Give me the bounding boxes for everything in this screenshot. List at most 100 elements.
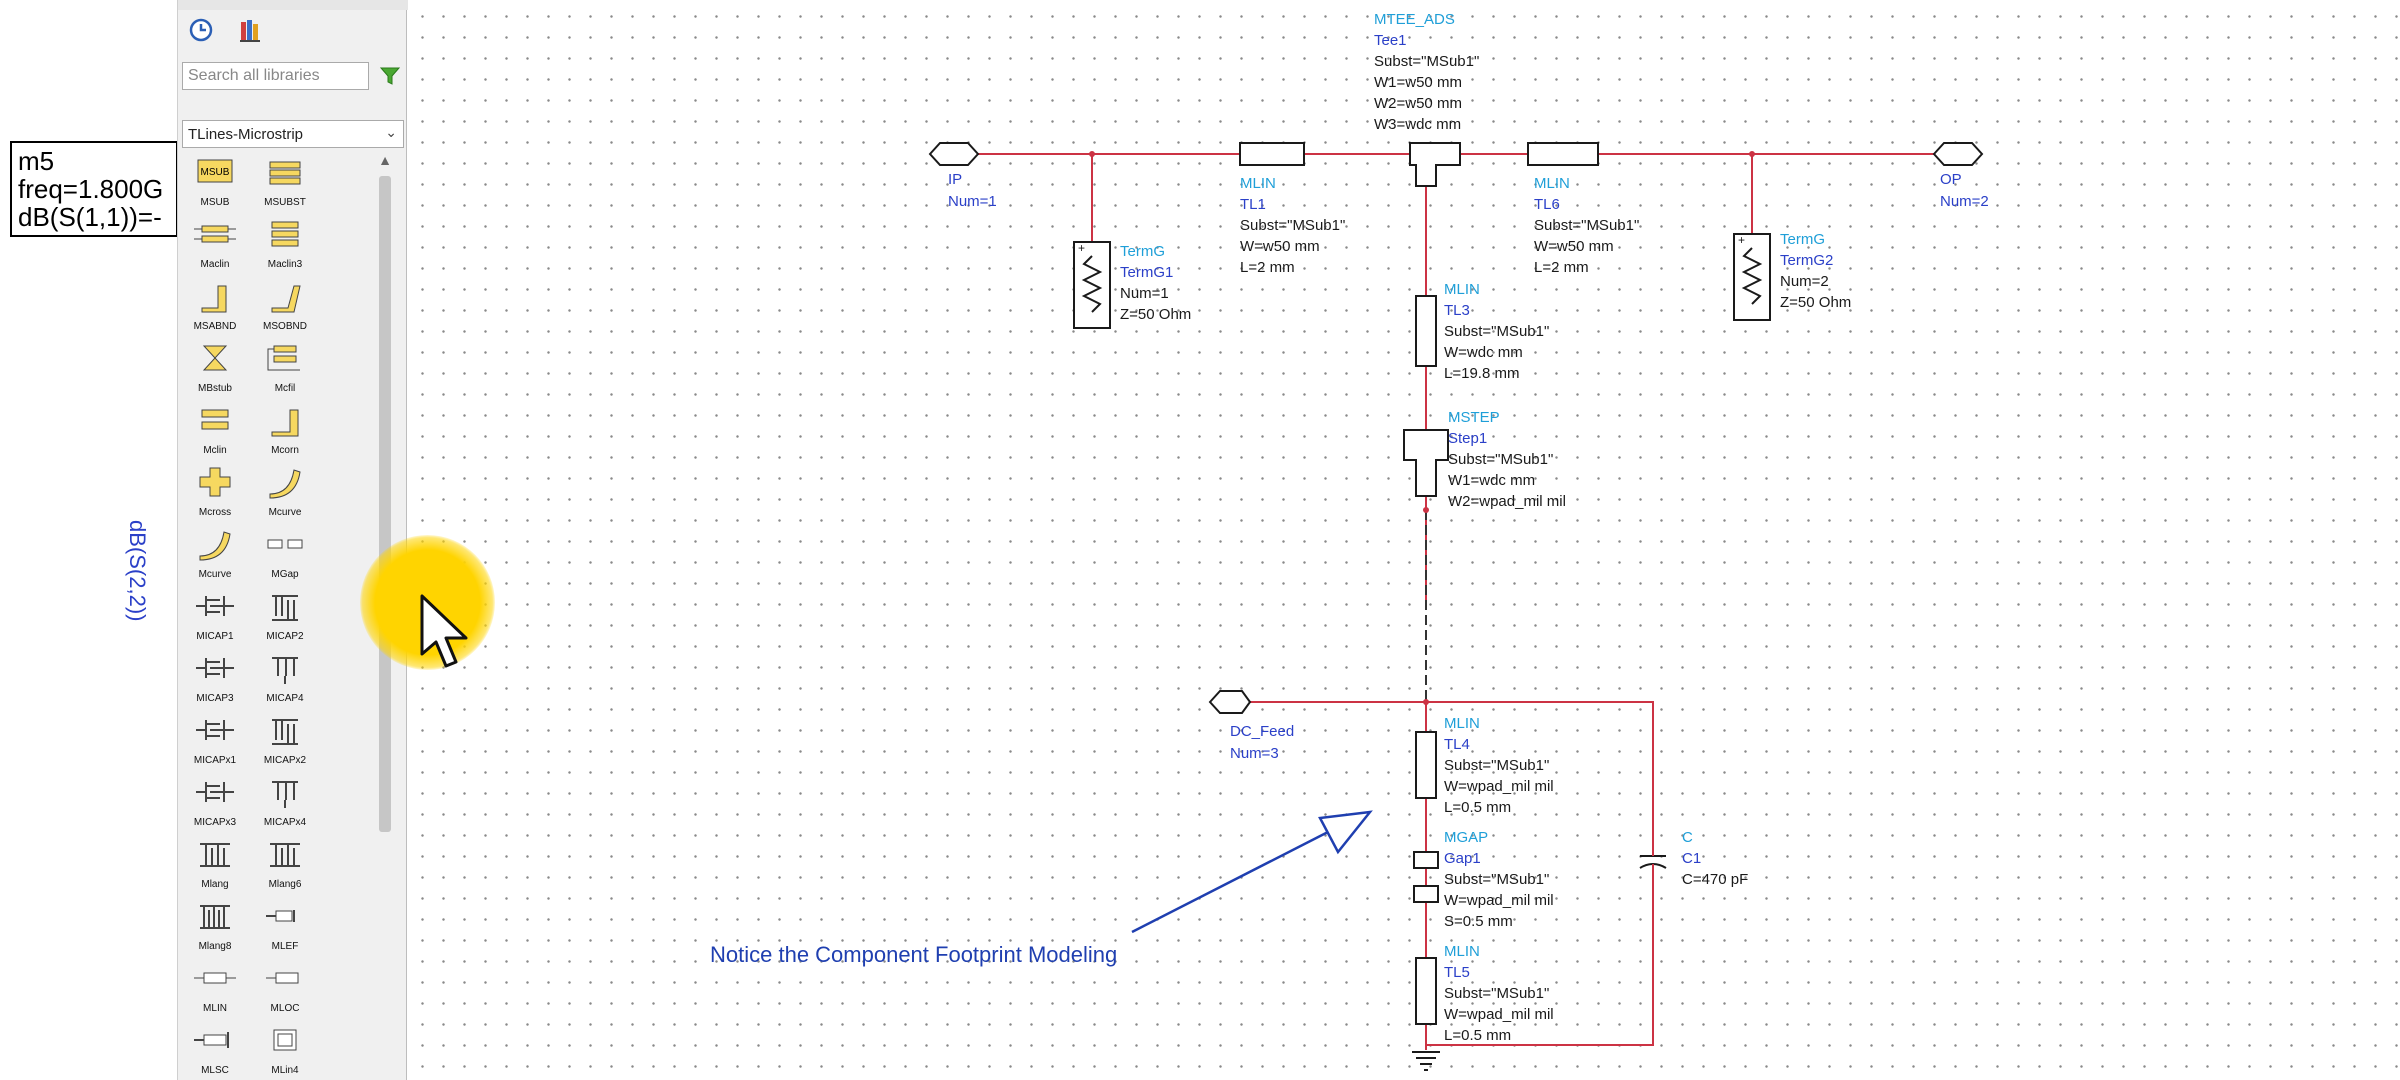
cap-value: C=470 pF <box>1682 871 1748 888</box>
palette-item-label: MLin4 <box>271 1065 299 1076</box>
marker-readout[interactable]: m5 freq=1.800G dB(S(1,1))=- <box>10 141 178 237</box>
palette-item-label: Mlang8 <box>198 941 232 952</box>
palette-item-micapx3[interactable]: MICAPx3 <box>184 772 246 830</box>
palette-item-maclin3[interactable]: Maclin3 <box>254 214 316 272</box>
palette-item-mlang6[interactable]: Mlang6 <box>254 834 316 892</box>
msubst-icon <box>269 161 301 185</box>
palette-item-mbstub[interactable]: MBstub <box>184 338 246 396</box>
tl6-inst: TL6 <box>1534 196 1560 213</box>
corner-icon <box>271 409 299 437</box>
component-tl3[interactable]: MLIN TL3 Subst="MSub1" W=wdc mm L=19.8 m… <box>1415 281 1549 382</box>
palette-item-msabnd[interactable]: MSABND <box>184 276 246 334</box>
scroll-up-icon[interactable]: ▲ <box>378 152 392 168</box>
open-stub-icon <box>266 972 299 984</box>
tl6-length: L=2 mm <box>1534 259 1589 276</box>
termg2-type: TermG <box>1780 231 1825 248</box>
component-tl1[interactable]: MLIN TL1 Subst="MSub1" W=w50 mm L=2 mm <box>1239 142 1345 276</box>
dc-feed-num: Num=3 <box>1230 745 1279 762</box>
marker-freq: freq=1.800G <box>18 174 164 204</box>
palette-item-mcurve[interactable]: Mcurve <box>254 462 316 520</box>
palette-item-micapx4[interactable]: MICAPx4 <box>254 772 316 830</box>
palette-item-mcorn[interactable]: Mcorn <box>254 400 316 458</box>
palette-item-mlang[interactable]: Mlang <box>184 834 246 892</box>
component-gap1[interactable]: MGAP Gap1 Subst="MSub1" W=wpad_mil mil S… <box>1413 829 1554 930</box>
component-tl4[interactable]: MLIN TL4 Subst="MSub1" W=wpad_mil mil L=… <box>1415 715 1554 816</box>
palette-item-label: MICAP2 <box>266 631 304 642</box>
interdigital-cap-icon <box>272 719 298 745</box>
port-ip-name: IP <box>948 171 962 188</box>
tl4-length: L=0.5 mm <box>1444 799 1511 816</box>
component-c1[interactable]: C C1 C=470 pF <box>1639 826 1748 890</box>
history-clock-icon[interactable] <box>186 16 216 46</box>
palette-item-mlin[interactable]: MLIN <box>184 958 246 1016</box>
mouse-cursor-icon <box>420 594 468 668</box>
tl5-length: L=0.5 mm <box>1444 1027 1511 1044</box>
palette-item-mlin4[interactable]: MLin4 <box>254 1020 316 1078</box>
library-books-icon[interactable] <box>236 16 266 46</box>
palette-item-label: Mcross <box>198 507 232 518</box>
interdigital-cap-icon <box>196 782 234 802</box>
component-tee1[interactable]: MTEE_ADS Tee1 Subst="MSub1" W1=w50 mm W2… <box>1374 11 1479 187</box>
port-ip[interactable]: IP Num=1 <box>928 142 997 210</box>
palette-item-mloc[interactable]: MLOC <box>254 958 316 1016</box>
msub-icon: MSUB <box>197 159 233 183</box>
palette-item-label: MICAP1 <box>196 631 234 642</box>
microstrip-line-icon <box>194 972 236 984</box>
plot-y-axis-label: dB(S(2,2)) <box>125 520 150 622</box>
port-op[interactable]: OP Num=2 <box>1932 142 1989 210</box>
tl3-inst: TL3 <box>1444 302 1470 319</box>
palette-item-maclin[interactable]: Maclin <box>184 214 246 272</box>
palette-item-label: Maclin <box>200 259 230 270</box>
palette-item-mlef[interactable]: MLEF <box>254 896 316 954</box>
lange-coupler-icon <box>200 905 230 929</box>
port-dc-feed[interactable]: DC_Feed Num=3 <box>1208 690 1294 762</box>
component-step1[interactable]: MSTEP Step1 Subst="MSub1" W1=wdc mm W2=w… <box>1403 409 1566 510</box>
palette-item-msobnd[interactable]: MSOBND <box>254 276 316 334</box>
library-dropdown[interactable]: TLines-Microstrip ⌄ <box>182 120 404 148</box>
tl5-inst: TL5 <box>1444 964 1470 981</box>
component-tl5[interactable]: MLIN TL5 Subst="MSub1" W=wpad_mil mil L=… <box>1415 943 1554 1044</box>
palette-item-mgap[interactable]: MGap <box>254 524 316 582</box>
palette-item-label: MICAPx3 <box>193 817 237 828</box>
gap-inst: Gap1 <box>1444 850 1481 867</box>
tl1-length: L=2 mm <box>1240 259 1295 276</box>
palette-item-micap2[interactable]: MICAP2 <box>254 586 316 644</box>
port-op-num: Num=2 <box>1940 193 1989 210</box>
palette-item-label: MBstub <box>198 383 232 394</box>
component-tl6[interactable]: MLIN TL6 Subst="MSub1" W=w50 mm L=2 mm <box>1527 142 1639 276</box>
library-search-input[interactable]: Search all libraries <box>182 62 369 90</box>
palette-item-mcross[interactable]: Mcross <box>184 462 246 520</box>
gap-type: MGAP <box>1444 829 1488 846</box>
palette-item-mcfil[interactable]: Mcfil <box>254 338 316 396</box>
component-termg1[interactable]: + TermG TermG1 Num=1 Z=50 Ohm <box>1073 241 1191 329</box>
scrollbar-thumb[interactable] <box>379 176 391 832</box>
tl4-inst: TL4 <box>1444 736 1470 753</box>
palette-item-mclin[interactable]: Mclin <box>184 400 246 458</box>
filter-icon[interactable] <box>378 64 402 88</box>
junction-dots <box>1089 151 1755 705</box>
palette-item-mlang8[interactable]: Mlang8 <box>184 896 246 954</box>
palette-item-mlsc[interactable]: MLSC <box>184 1020 246 1078</box>
palette-item-micap4[interactable]: MICAP4 <box>254 648 316 706</box>
termg1-num: Num=1 <box>1120 285 1169 302</box>
coupled-line-icon <box>201 409 229 430</box>
tee-subst: Subst="MSub1" <box>1374 53 1479 70</box>
tl3-length: L=19.8 mm <box>1444 365 1519 382</box>
palette-item-mcurve2[interactable]: Mcurve <box>184 524 246 582</box>
palette-item-msub[interactable]: MSUB MSUB <box>184 152 246 210</box>
component-termg2[interactable]: + TermG TermG2 Num=2 Z=50 Ohm <box>1733 231 1851 321</box>
coupled-filter-icon <box>267 345 300 371</box>
palette-item-micapx1[interactable]: MICAPx1 <box>184 710 246 768</box>
palette-item-label: MICAPx1 <box>193 755 237 766</box>
interdigital-cap-icon <box>196 596 234 616</box>
palette-item-micapx2[interactable]: MICAPx2 <box>254 710 316 768</box>
schematic-canvas[interactable]: IP Num=1 OP Num=2 MLIN TL1 Subst="MSub1"… <box>408 0 2400 1080</box>
palette-item-micap3[interactable]: MICAP3 <box>184 648 246 706</box>
tl3-type: MLIN <box>1444 281 1480 298</box>
palette-item-label: MICAP3 <box>196 693 234 704</box>
palette-item-msubst[interactable]: MSUBST <box>254 152 316 210</box>
svg-text:+: + <box>1078 241 1085 255</box>
step-w2: W2=wpad_mil mil <box>1448 493 1566 510</box>
palette-item-label: MGap <box>271 569 299 580</box>
palette-item-micap1[interactable]: MICAP1 <box>184 586 246 644</box>
